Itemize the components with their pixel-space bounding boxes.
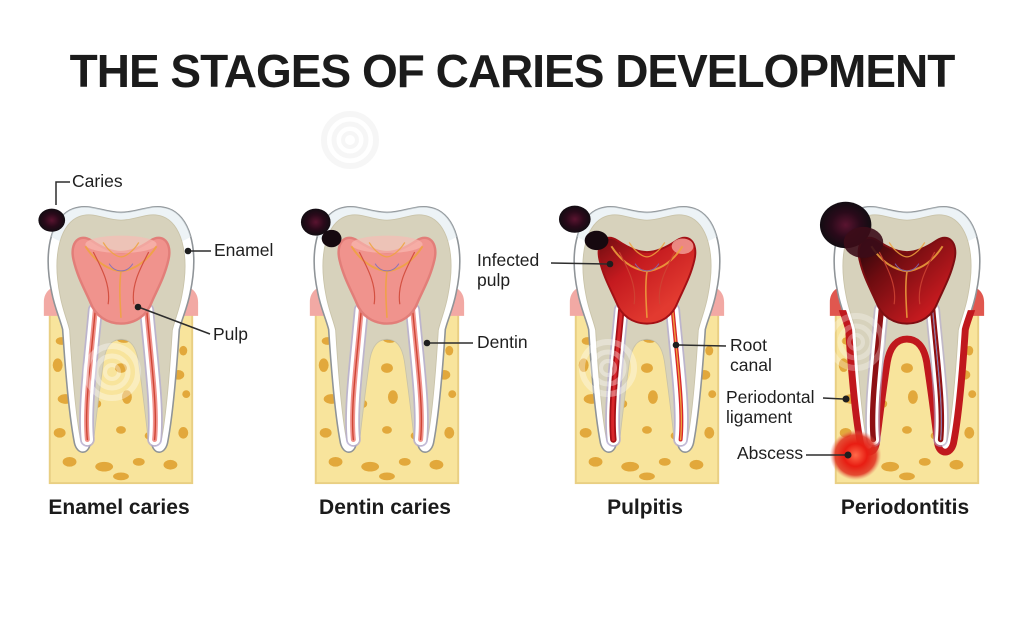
callout-caries: Caries — [72, 171, 123, 191]
pulp-highlight — [85, 235, 157, 254]
tooth-figure-enamel-caries: Enamel caries — [30, 196, 208, 526]
callout-infected-pulp: Infected pulp — [477, 250, 540, 290]
tooth-illustration-periodontitis — [819, 201, 985, 486]
caries-spot — [558, 205, 609, 251]
tooth-illustration-enamel-caries — [38, 205, 199, 486]
tooth-figure-dentin-caries: Dentin caries — [296, 196, 474, 526]
page-title: THE STAGES OF CARIES DEVELOPMENT — [69, 45, 956, 97]
callout-dentin: Dentin — [477, 332, 528, 352]
callout-pulp: Pulp — [213, 324, 249, 344]
stage-label-dentin-caries: Dentin caries — [319, 496, 451, 519]
abscess-ball — [829, 429, 882, 481]
caries-spot — [38, 208, 66, 232]
callout-abscess: Abscess — [737, 443, 804, 463]
watermark-spiral-icon — [324, 114, 376, 166]
caries-spot — [300, 208, 342, 248]
tooth-illustration-dentin-caries — [300, 205, 465, 486]
stage-label-periodontitis: Periodontitis — [840, 496, 970, 519]
caries-spot — [819, 201, 884, 258]
callout-enamel: Enamel — [214, 240, 274, 260]
tooth-figure-periodontitis: Periodontitis — [816, 196, 994, 526]
stage-label-pulpitis: Pulpitis — [607, 496, 683, 519]
tooth-figure-pulpitis: Pulpitis — [556, 196, 734, 526]
tooth-illustration-pulpitis — [558, 205, 725, 486]
callout-periodontal-ligament: Periodontal ligament — [726, 387, 815, 427]
callout-root-canal: Root canal — [730, 335, 772, 375]
pulp-highlight — [351, 235, 423, 254]
stage-label-enamel-caries: Enamel caries — [48, 496, 190, 519]
